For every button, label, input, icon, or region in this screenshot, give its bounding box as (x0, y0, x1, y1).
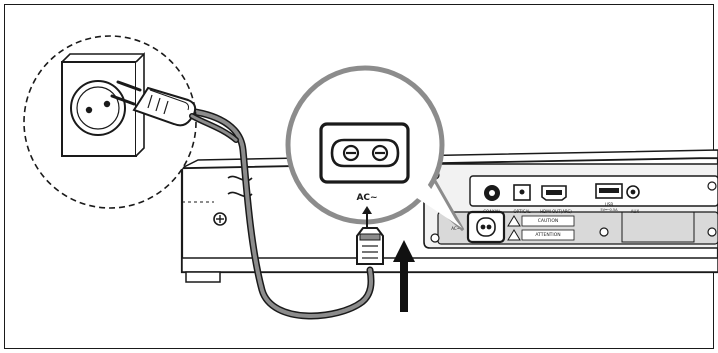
port-sublabel-usb: 5V━─0.5A (600, 208, 618, 212)
square-optical-icon (513, 184, 531, 201)
port-label-hdmi: HDMI OUT(ARC) (540, 209, 572, 214)
round-jack-icon (484, 185, 500, 201)
port-label-optical: OPTICAL (514, 209, 532, 214)
usb-port-icon (595, 183, 623, 199)
up-arrow-icon (393, 240, 415, 312)
hdmi-port-icon (541, 185, 567, 201)
wall-socket-detail (23, 35, 239, 209)
screw-icon (213, 212, 227, 226)
port-label-coaxial: COAXIAL (483, 209, 501, 214)
svg-text:ATTENTION: ATTENTION (535, 232, 560, 238)
aux-jack-icon (626, 185, 640, 199)
caution-label-2: ATTENTION (507, 229, 575, 241)
power-cable (176, 106, 375, 320)
rear-panel: AC~ COAXIAL OPTICAL HDMI OUT(ARC) USB 5V… (423, 163, 718, 249)
port-label-usb: USB (605, 202, 613, 207)
foot-left (185, 271, 221, 283)
euro-plug-icon (110, 80, 239, 143)
callout-magnifier: AC~ (285, 65, 465, 232)
caution-label-1: CAUTION (507, 215, 575, 227)
ac-inlet-panel (466, 210, 506, 244)
ac-connector-plug (356, 227, 384, 265)
ac-in-label: AC~ (451, 226, 460, 231)
callout-ac-label: AC~ (356, 193, 377, 203)
figure-8-inlet-icon (319, 122, 410, 184)
wall-socket-icon (61, 52, 145, 157)
svg-text:CAUTION: CAUTION (538, 218, 559, 224)
